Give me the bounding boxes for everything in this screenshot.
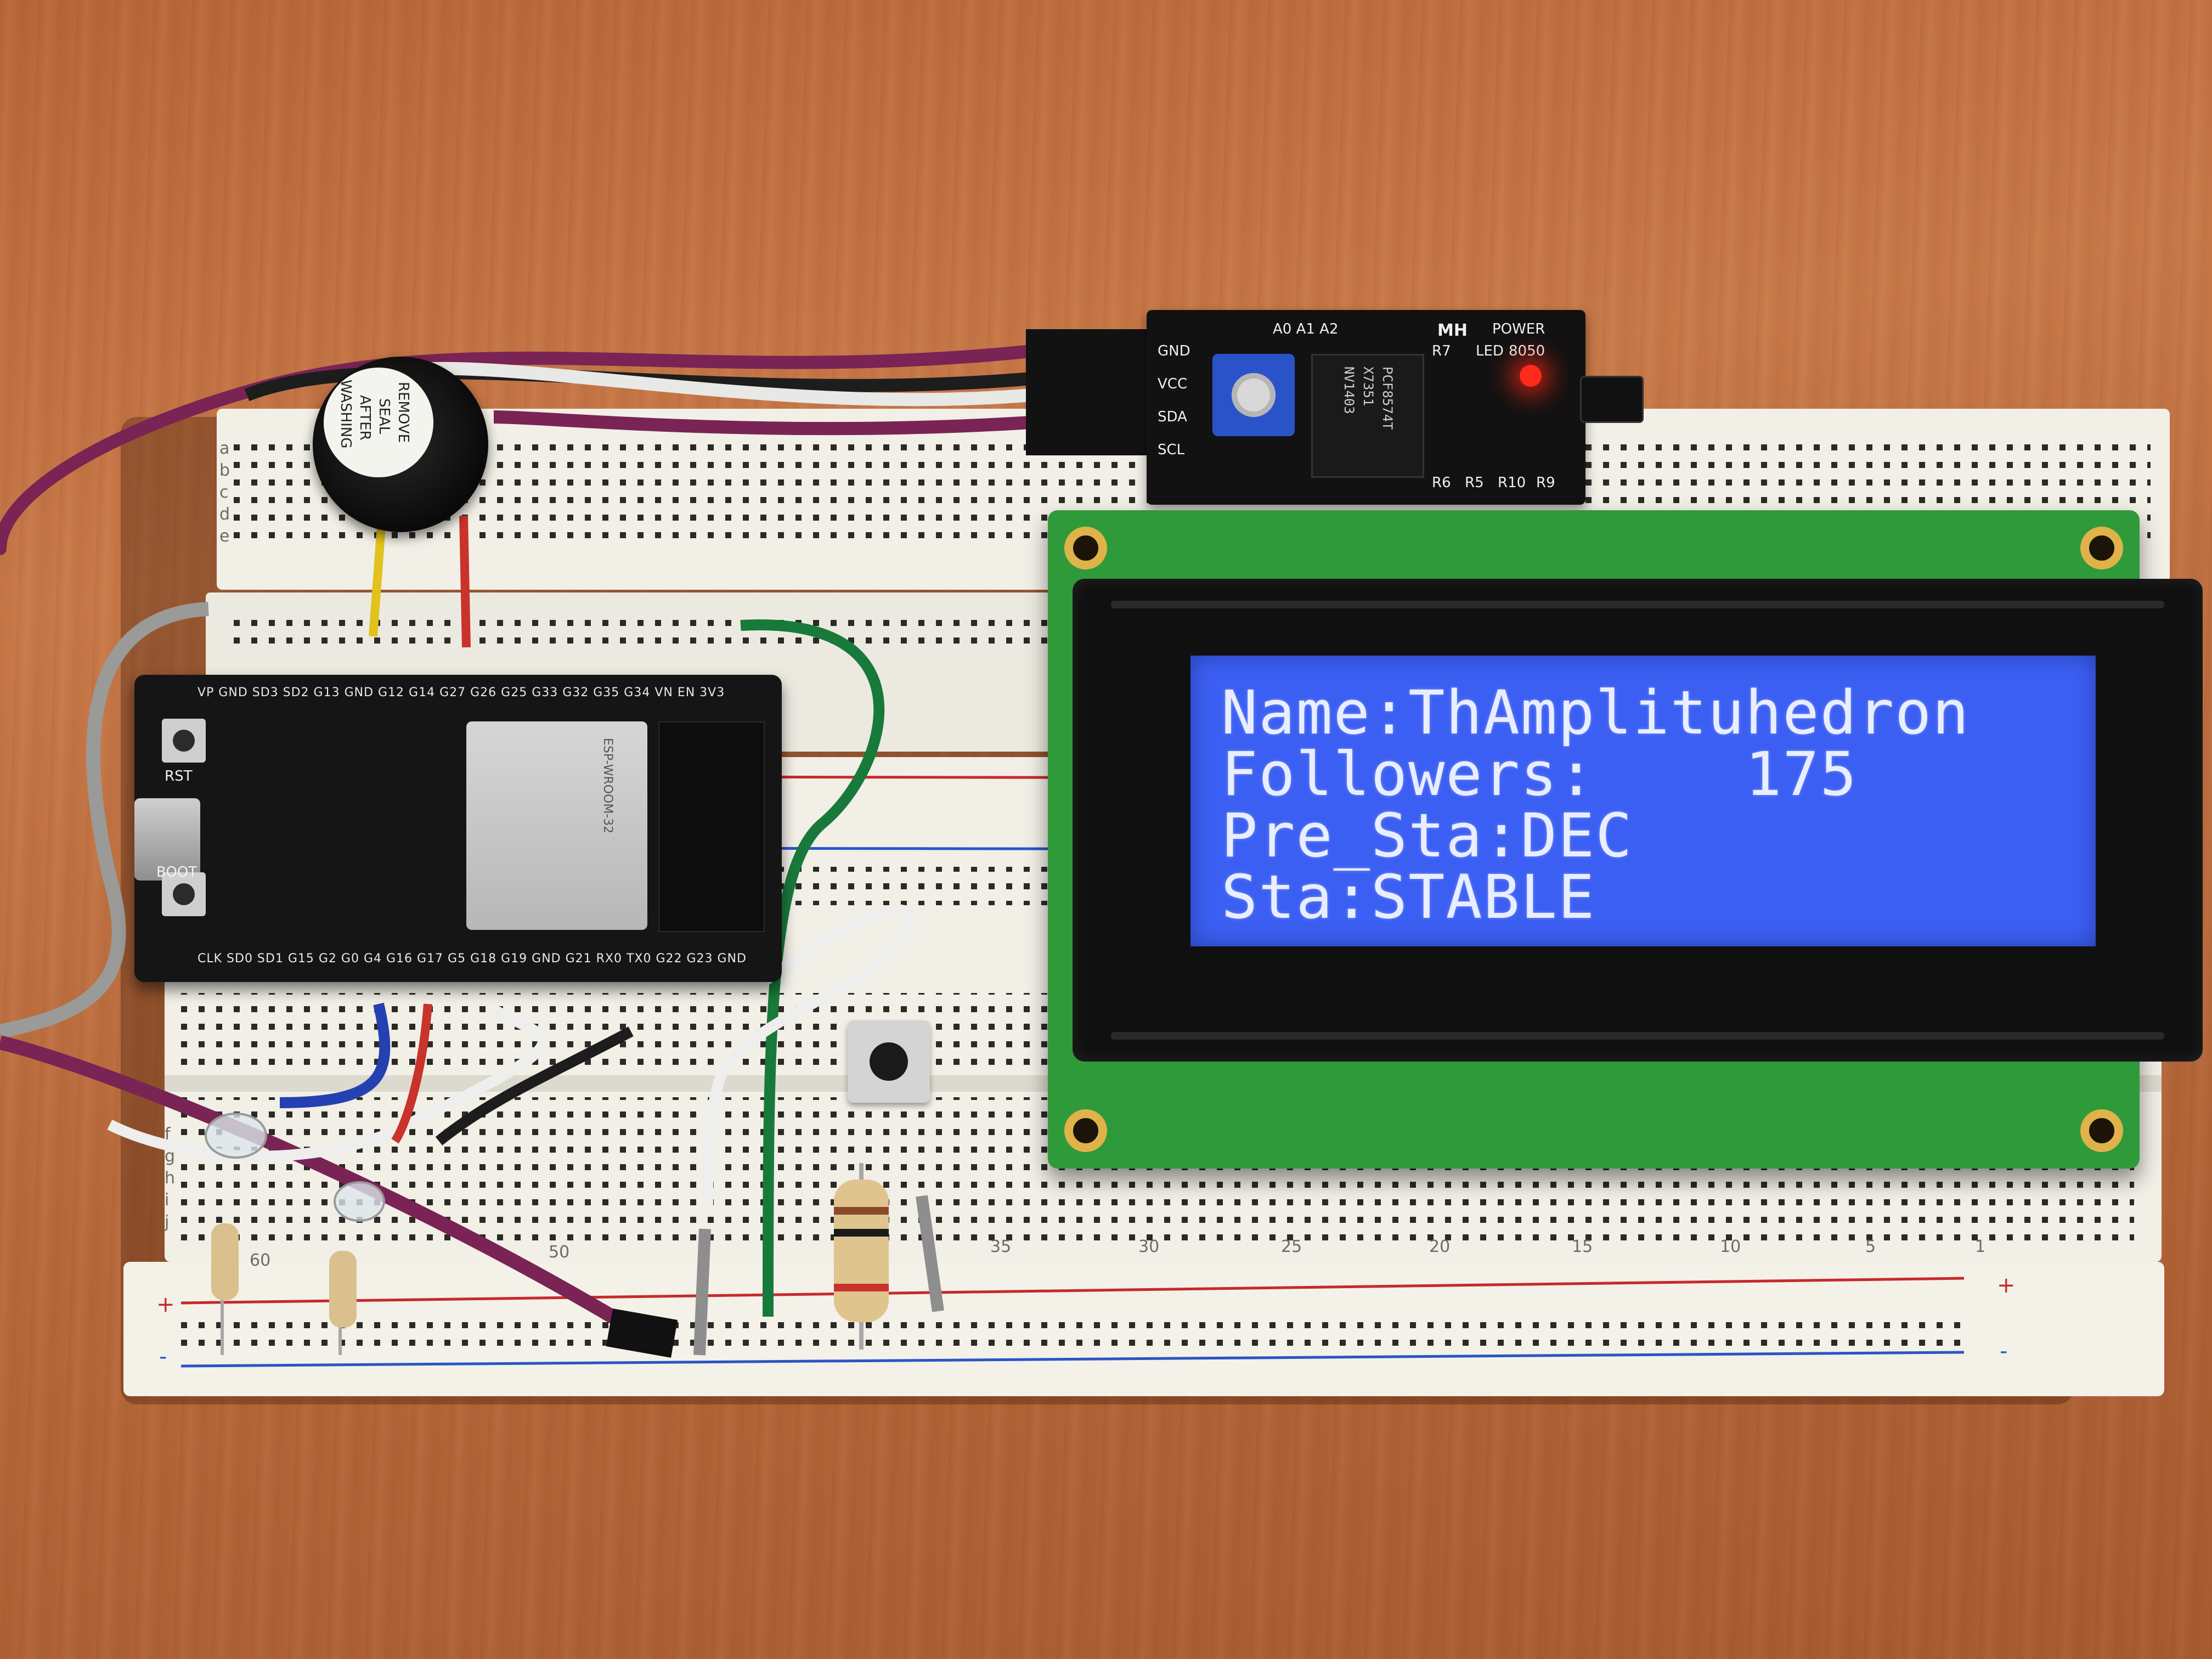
rail-plus-mark-right: + bbox=[1997, 1273, 2016, 1298]
chip-label-line-1: PCF8574T bbox=[1380, 366, 1395, 430]
column-number: 35 bbox=[990, 1237, 1012, 1256]
led-label: LED bbox=[1476, 343, 1504, 359]
i2c-backpack-module: PCF8574T X7351 NV1403 MH A0 A1 A2 POWER … bbox=[1147, 310, 1644, 505]
pcf8574-chip: PCF8574T X7351 NV1403 bbox=[1311, 354, 1424, 478]
mount-hole bbox=[2080, 1109, 2123, 1152]
pcb-antenna bbox=[658, 721, 765, 932]
resistor-3 bbox=[834, 1163, 889, 1350]
column-number: 60 bbox=[250, 1251, 271, 1270]
address-pads-label: A0 A1 A2 bbox=[1273, 321, 1339, 337]
resistor-r7-label: R7 bbox=[1432, 343, 1451, 359]
rst-button[interactable] bbox=[162, 719, 206, 763]
usb-port bbox=[134, 798, 200, 881]
row-letter-e: e bbox=[219, 527, 230, 546]
column-number: 10 bbox=[1720, 1237, 1741, 1256]
rail-minus-mark: - bbox=[159, 1344, 167, 1369]
column-number: 5 bbox=[1865, 1237, 1876, 1256]
row-letter-j: j bbox=[165, 1212, 170, 1232]
pin-sda-label: SDA bbox=[1158, 409, 1187, 425]
row-letter-h: h bbox=[165, 1169, 176, 1188]
row-letter-g: g bbox=[165, 1147, 176, 1166]
boot-button[interactable] bbox=[162, 872, 206, 916]
transistor-label: 8050 bbox=[1509, 343, 1545, 359]
rail-plus-mark: + bbox=[156, 1292, 175, 1317]
pin-scl-label: SCL bbox=[1158, 442, 1185, 458]
column-number: 50 bbox=[549, 1243, 570, 1262]
power-led-label: POWER bbox=[1492, 321, 1545, 337]
column-number: 1 bbox=[1975, 1237, 1986, 1256]
pin-gnd-label: GND bbox=[1158, 343, 1190, 359]
resistor-r5-label: R5 bbox=[1465, 475, 1484, 491]
row-letter-c: c bbox=[219, 483, 229, 502]
row-letter-d: d bbox=[219, 505, 230, 524]
module-label: ESP-WROOM-32 bbox=[601, 738, 614, 834]
buzzer: REMOVE SEAL AFTER WASHING bbox=[313, 357, 488, 532]
row-letter-b: b bbox=[219, 461, 230, 480]
row-letter-i: i bbox=[165, 1190, 170, 1210]
resistor-2 bbox=[329, 1251, 357, 1355]
lcd-screen: Name:ThAmplituhedron Followers: 175 Pre_… bbox=[1190, 656, 2096, 946]
esp-bottom-pin-labels: CLK SD0 SD1 G15 G2 G0 G4 G16 G17 G5 G18 … bbox=[198, 952, 747, 966]
lcd-line-2: Followers: 175 bbox=[1221, 739, 1858, 809]
boot-button-label: BOOT bbox=[156, 864, 198, 881]
buzzer-sticker: REMOVE SEAL AFTER WASHING bbox=[324, 368, 433, 477]
lcd-line-1: Name:ThAmplituhedron bbox=[1221, 678, 1970, 748]
esp-wroom-shield: ESP-WROOM-32 bbox=[466, 721, 647, 930]
sticker-line-2: SEAL bbox=[376, 398, 392, 435]
resistor-r6-label: R6 bbox=[1432, 475, 1451, 491]
pin-vcc-label: VCC bbox=[1158, 376, 1188, 392]
resistor-r10-label: R10 bbox=[1498, 475, 1526, 491]
column-number: 15 bbox=[1572, 1237, 1593, 1256]
brand-mark: MH bbox=[1437, 321, 1468, 340]
mount-hole bbox=[1064, 527, 1107, 569]
rst-button-label: RST bbox=[165, 768, 193, 785]
chip-label-line-3: NV1403 bbox=[1341, 366, 1357, 414]
push-button[interactable] bbox=[848, 1020, 930, 1103]
row-letter-f: f bbox=[165, 1125, 171, 1144]
rail-minus-mark-right: - bbox=[2000, 1339, 2008, 1364]
lcd-line-3: Pre_Sta:DEC bbox=[1221, 800, 1633, 871]
row-letter-a: a bbox=[219, 439, 230, 458]
column-number: 30 bbox=[1138, 1237, 1160, 1256]
esp32-devkit: VP GND SD3 SD2 G13 GND G12 G14 G27 G26 G… bbox=[134, 675, 782, 982]
sticker-line-3: AFTER bbox=[357, 395, 373, 441]
esp-top-pin-labels: VP GND SD3 SD2 G13 GND G12 G14 G27 G26 G… bbox=[198, 686, 725, 699]
resistor-1 bbox=[211, 1223, 239, 1355]
resistor-r9-label: R9 bbox=[1536, 475, 1555, 491]
mount-hole bbox=[1064, 1109, 1107, 1152]
contrast-potentiometer bbox=[1212, 354, 1295, 436]
chip-label-line-2: X7351 bbox=[1361, 366, 1376, 407]
sticker-line-4: WASHING bbox=[337, 380, 354, 449]
backlight-jumper bbox=[1580, 376, 1644, 423]
column-number: 20 bbox=[1429, 1237, 1451, 1256]
sticker-line-1: REMOVE bbox=[395, 382, 411, 443]
column-number: 25 bbox=[1281, 1237, 1302, 1256]
mount-hole bbox=[2080, 527, 2123, 569]
lcd-line-4: Sta:STABLE bbox=[1221, 862, 1596, 932]
power-led bbox=[1520, 365, 1542, 387]
